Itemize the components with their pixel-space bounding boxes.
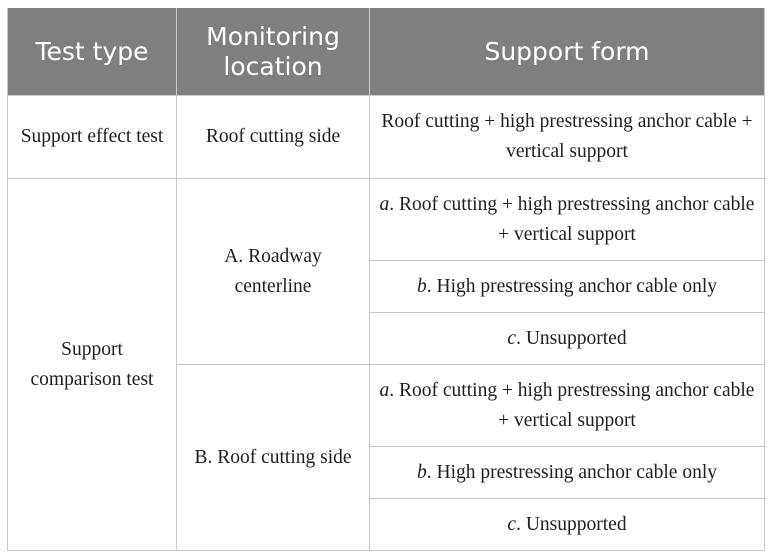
- header-row: Test type Monitoring location Support fo…: [7, 8, 765, 96]
- option-tag: b: [416, 461, 427, 483]
- option-tag: a: [379, 193, 390, 215]
- header-support-form: Support form: [369, 8, 765, 96]
- option-text: . High prestressing anchor cable only: [426, 461, 717, 483]
- cell-support-form: c. Unsupported: [369, 498, 765, 551]
- table-row: b. High prestressing anchor cable only: [8, 260, 765, 313]
- table-row: b. High prestressing anchor cable only: [8, 446, 765, 499]
- cell-monitoring-location: A. Roadway centerline: [176, 178, 370, 365]
- cell-support-form: b. High prestressing anchor cable only: [369, 260, 765, 313]
- cell-monitoring-location: Roof cutting side: [176, 95, 370, 179]
- table-row: B. Roof cutting side a. Roof cutting + h…: [8, 364, 765, 551]
- option-text: . Roof cutting + high prestressing ancho…: [389, 193, 755, 245]
- cell-support-form: b. High prestressing anchor cable only: [369, 446, 765, 499]
- support-test-table: Test type Monitoring location Support fo…: [7, 8, 765, 551]
- option-text: . Unsupported: [516, 327, 627, 349]
- header-test-type: Test type: [7, 8, 177, 96]
- option-text: . Roof cutting + high prestressing ancho…: [389, 379, 755, 431]
- option-text: . Unsupported: [516, 513, 627, 535]
- cell-monitoring-location: B. Roof cutting side: [176, 364, 370, 551]
- option-tag: b: [416, 275, 427, 297]
- option-tag: c: [507, 513, 517, 535]
- option-text: . High prestressing anchor cable only: [426, 275, 717, 297]
- cell-support-form: c. Unsupported: [369, 312, 765, 365]
- cell-support-form: a. Roof cutting + high prestressing anch…: [369, 364, 765, 447]
- table-row: Support comparison test A. Roadway cente…: [7, 178, 765, 551]
- option-tag: c: [507, 327, 517, 349]
- header-monitoring-location: Monitoring location: [176, 8, 370, 96]
- table-row: c. Unsupported: [8, 498, 765, 551]
- table-row: c. Unsupported: [8, 312, 765, 365]
- cell-support-form: Roof cutting + high prestressing anchor …: [369, 95, 765, 179]
- cell-support-form: a. Roof cutting + high prestressing anch…: [369, 178, 765, 261]
- table-row: Support effect test Roof cutting side Ro…: [7, 95, 765, 179]
- cell-test-type: Support comparison test: [7, 178, 177, 551]
- option-tag: a: [379, 379, 390, 401]
- cell-test-type: Support effect test: [7, 95, 177, 179]
